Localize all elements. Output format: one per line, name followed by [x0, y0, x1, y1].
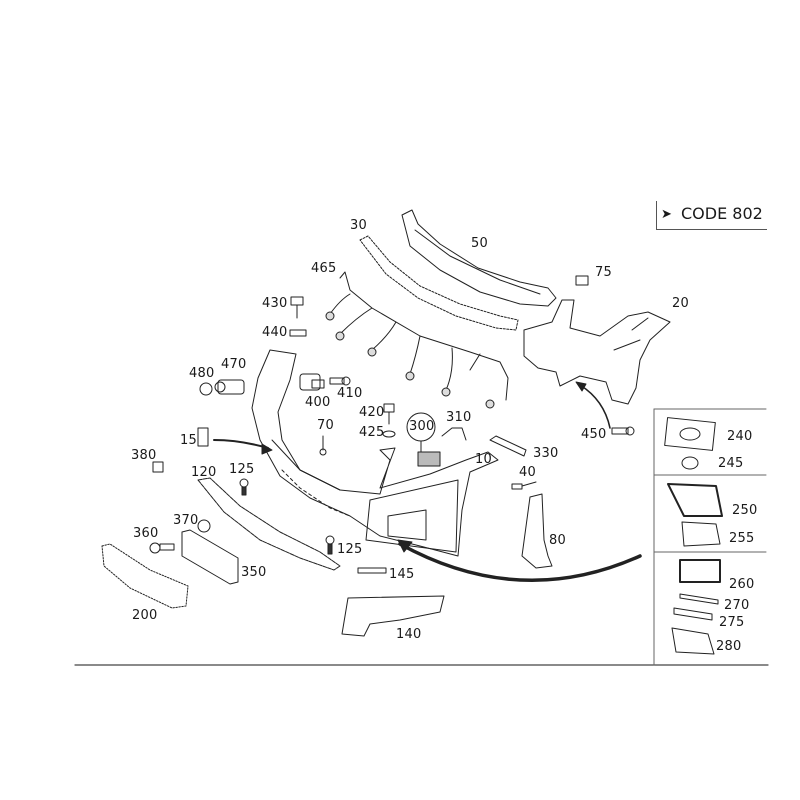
part-300-drawing: [417, 451, 441, 467]
part-145-drawing: [357, 567, 387, 574]
part-480-drawing: [199, 382, 213, 396]
part-label-50[interactable]: 50: [471, 236, 488, 251]
part-label-465[interactable]: 465: [311, 261, 337, 276]
part-240-drawing: [664, 417, 716, 451]
part-label-300[interactable]: 300: [409, 419, 435, 434]
part-label-410[interactable]: 410: [337, 386, 363, 401]
part-label-310[interactable]: 310: [446, 410, 472, 425]
part-label-440[interactable]: 440: [262, 325, 288, 340]
arrow-450-to-20: [579, 384, 611, 429]
part-label-140[interactable]: 140: [396, 627, 422, 642]
part-label-420[interactable]: 420: [359, 405, 385, 420]
part-label-270[interactable]: 270: [724, 598, 750, 613]
part-465-drawing: [329, 271, 509, 401]
sensor-plugs: [325, 311, 495, 409]
part-260-drawing: [679, 559, 721, 583]
part-label-330[interactable]: 330: [533, 446, 559, 461]
part-label-260[interactable]: 260: [729, 577, 755, 592]
part-400-drawing: [299, 373, 325, 391]
part-450-drawing: [611, 426, 635, 436]
part-15-drawing: [197, 427, 209, 447]
part-350-drawing: [181, 529, 239, 585]
part-410-drawing: [329, 376, 351, 386]
part-label-125b[interactable]: 125: [337, 542, 363, 557]
part-75-drawing: [575, 275, 589, 286]
part-70-drawing: [319, 435, 327, 456]
part-label-15[interactable]: 15: [180, 433, 197, 448]
part-label-380[interactable]: 380: [131, 448, 157, 463]
code-802-box: ➤ CODE 802: [656, 201, 767, 230]
part-120-drawing: [197, 477, 341, 571]
part-label-400[interactable]: 400: [305, 395, 331, 410]
part-label-450[interactable]: 450: [581, 427, 607, 442]
part-125-drawing: [239, 478, 335, 555]
part-label-250[interactable]: 250: [732, 503, 758, 518]
part-330-drawing: [489, 435, 527, 457]
part-140-drawing: [341, 595, 445, 637]
part-label-245[interactable]: 245: [718, 456, 744, 471]
part-20-drawing: [523, 299, 671, 405]
part-label-80[interactable]: 80: [549, 533, 566, 548]
part-label-470[interactable]: 470: [221, 357, 247, 372]
part-label-430[interactable]: 430: [262, 296, 288, 311]
part-255-drawing: [681, 521, 721, 547]
part-430-drawing: [290, 296, 304, 319]
part-370-drawing: [197, 519, 211, 533]
part-310-drawing: [441, 427, 467, 441]
part-label-145[interactable]: 145: [389, 567, 415, 582]
part-80-drawing: [521, 493, 553, 569]
part-420-drawing: [383, 403, 395, 425]
part-250-drawing: [667, 483, 723, 517]
part-440-drawing: [289, 329, 307, 337]
part-label-370[interactable]: 370: [173, 513, 199, 528]
part-380-drawing: [152, 461, 164, 473]
part-label-255[interactable]: 255: [729, 531, 755, 546]
part-245-drawing: [681, 456, 699, 470]
part-label-425[interactable]: 425: [359, 425, 385, 440]
part-label-70[interactable]: 70: [317, 418, 334, 433]
part-label-480[interactable]: 480: [189, 366, 215, 381]
part-label-200[interactable]: 200: [132, 608, 158, 623]
code-label: CODE 802: [681, 204, 763, 223]
part-label-20[interactable]: 20: [672, 296, 689, 311]
part-275-drawing: [673, 607, 713, 621]
part-425-drawing: [382, 430, 396, 438]
part-label-275[interactable]: 275: [719, 615, 745, 630]
part-label-125a[interactable]: 125: [229, 462, 255, 477]
arrow-inset-to-10: [398, 542, 642, 582]
part-280-drawing: [671, 627, 715, 655]
part-40-drawing: [511, 481, 537, 490]
part-30-drawing: [359, 235, 519, 331]
part-10-drawing: [251, 349, 499, 557]
part-label-360[interactable]: 360: [133, 526, 159, 541]
part-360-drawing: [149, 542, 175, 554]
part-label-120[interactable]: 120: [191, 465, 217, 480]
arrow-15-to-10: [213, 439, 269, 449]
part-270-drawing: [679, 593, 719, 605]
part-label-30[interactable]: 30: [350, 218, 367, 233]
inset-panel-frame: [653, 408, 767, 666]
part-470-drawing: [214, 379, 245, 395]
part-label-75[interactable]: 75: [595, 265, 612, 280]
part-50-drawing: [401, 209, 557, 307]
arrow-right-icon: ➤: [661, 207, 672, 222]
part-label-40[interactable]: 40: [519, 465, 536, 480]
part-label-240[interactable]: 240: [727, 429, 753, 444]
part-label-280[interactable]: 280: [716, 639, 742, 654]
part-200-drawing: [101, 543, 189, 609]
part-label-10[interactable]: 10: [475, 452, 492, 467]
part-label-350[interactable]: 350: [241, 565, 267, 580]
